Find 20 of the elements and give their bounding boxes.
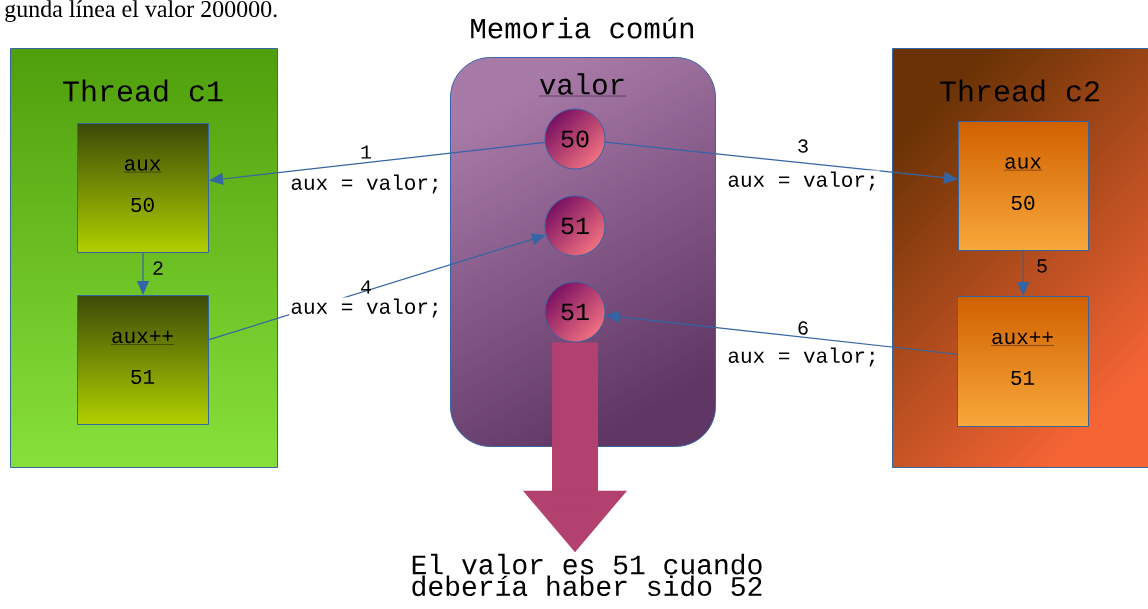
arrow — [209, 141, 546, 186]
result-text: El valor es 51 cuando debería haber sido 52 — [412, 553, 762, 597]
edge-label: 3 — [798, 139, 808, 153]
edge-label: 2 — [153, 261, 163, 275]
code-label: aux = valor; — [726, 170, 880, 192]
variable-box: aux 50 — [958, 121, 1089, 251]
code-label: aux = valor; — [726, 346, 880, 368]
arrow — [604, 141, 958, 184]
arrow — [1017, 250, 1030, 296]
variable-box: aux++ 51 — [957, 296, 1089, 427]
code-label: aux = valor; — [289, 173, 443, 195]
variable-box: aux 50 — [77, 123, 209, 253]
edge-label: 1 — [361, 145, 372, 159]
edge-label: 6 — [798, 321, 808, 335]
text-line: gunda línea el valor 200000. — [5, 0, 277, 23]
code-label: aux = valor; — [289, 297, 443, 319]
edge-label: 5 — [1037, 259, 1047, 273]
edge-label: 4 — [361, 280, 371, 294]
node-label: Memoria común — [471, 17, 694, 39]
variable-box: aux++ 51 — [77, 295, 209, 425]
